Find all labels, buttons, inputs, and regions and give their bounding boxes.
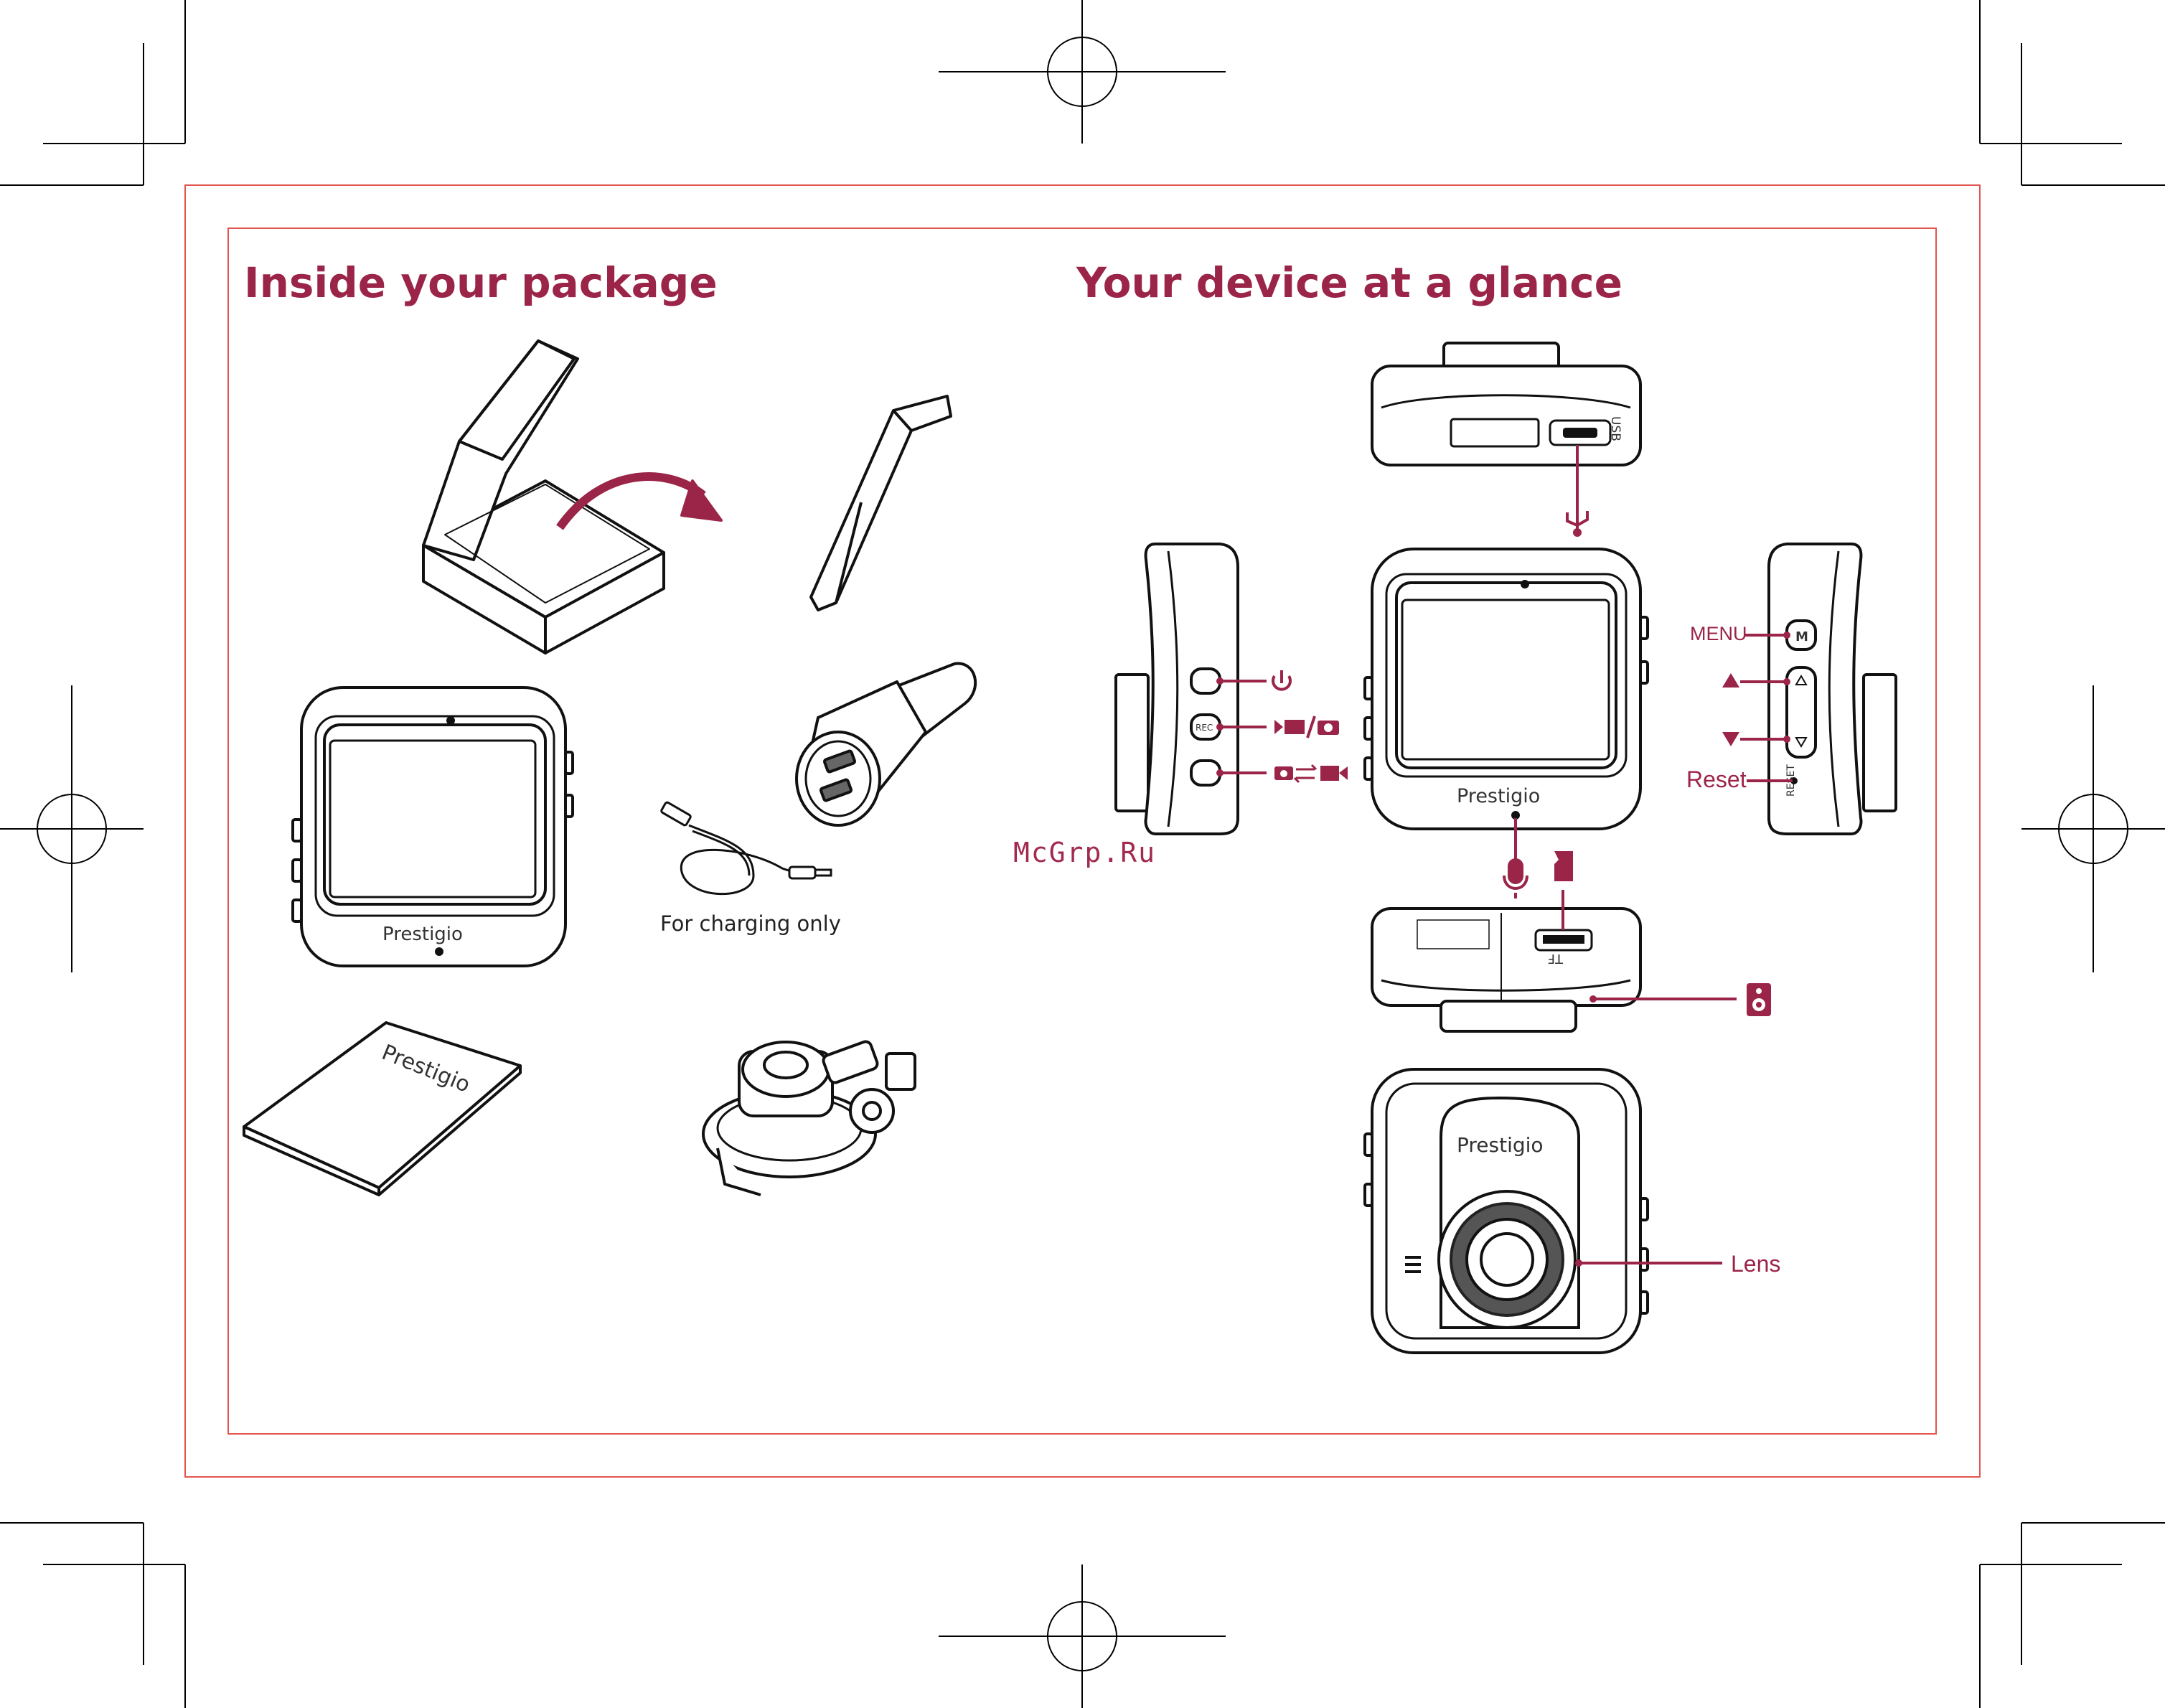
- device-rear-view: Prestigio: [1365, 1069, 1722, 1353]
- inside-package-heading: Inside your package: [244, 258, 718, 307]
- device-right-side-view: M RESET: [1740, 544, 1896, 834]
- package-dashcam-illustration: Prestigio: [293, 688, 573, 966]
- down-arrow-icon: [1722, 732, 1739, 746]
- microphone-icon: [1504, 860, 1527, 898]
- cable-caption: For charging only: [660, 911, 841, 936]
- menu-callout: MENU: [1690, 624, 1747, 644]
- usb-port-label: USB: [1608, 416, 1622, 441]
- rec-key-label: REC: [1196, 723, 1213, 733]
- car-charger-illustration: [797, 664, 975, 825]
- device-front-view: Prestigio: [1365, 549, 1648, 861]
- up-arrow-icon: [1722, 673, 1739, 688]
- package-box-illustration: [423, 341, 721, 653]
- suction-mount-illustration: [703, 1040, 915, 1195]
- sd-card-icon: [1554, 851, 1573, 881]
- watermark: McGrp.Ru: [1013, 837, 1156, 868]
- mode-switch-icon: [1274, 765, 1348, 782]
- device-left-side-view: REC: [1116, 544, 1267, 834]
- usb-icon: [1567, 501, 1587, 535]
- video-photo-icon: [1274, 716, 1339, 738]
- device-glance-heading: Your device at a glance: [1076, 258, 1622, 307]
- pry-tool-illustration: [811, 396, 951, 610]
- front-brand: Prestigio: [1457, 785, 1540, 807]
- tf-slot-label: TF: [1548, 951, 1564, 966]
- power-icon: [1273, 670, 1290, 690]
- menu-key-label: M: [1795, 629, 1808, 644]
- device-bottom-view: TF: [1372, 890, 1737, 1031]
- lens-callout: Lens: [1731, 1252, 1780, 1275]
- usb-cable-illustration: [661, 802, 831, 894]
- speaker-icon: [1747, 983, 1771, 1016]
- reset-callout: Reset: [1686, 768, 1747, 791]
- package-dashcam-brand: Prestigio: [382, 924, 463, 945]
- device-top-view: USB: [1372, 343, 1640, 501]
- manual-booklet-illustration: Prestigio: [244, 1023, 520, 1195]
- rear-brand: Prestigio: [1457, 1133, 1544, 1157]
